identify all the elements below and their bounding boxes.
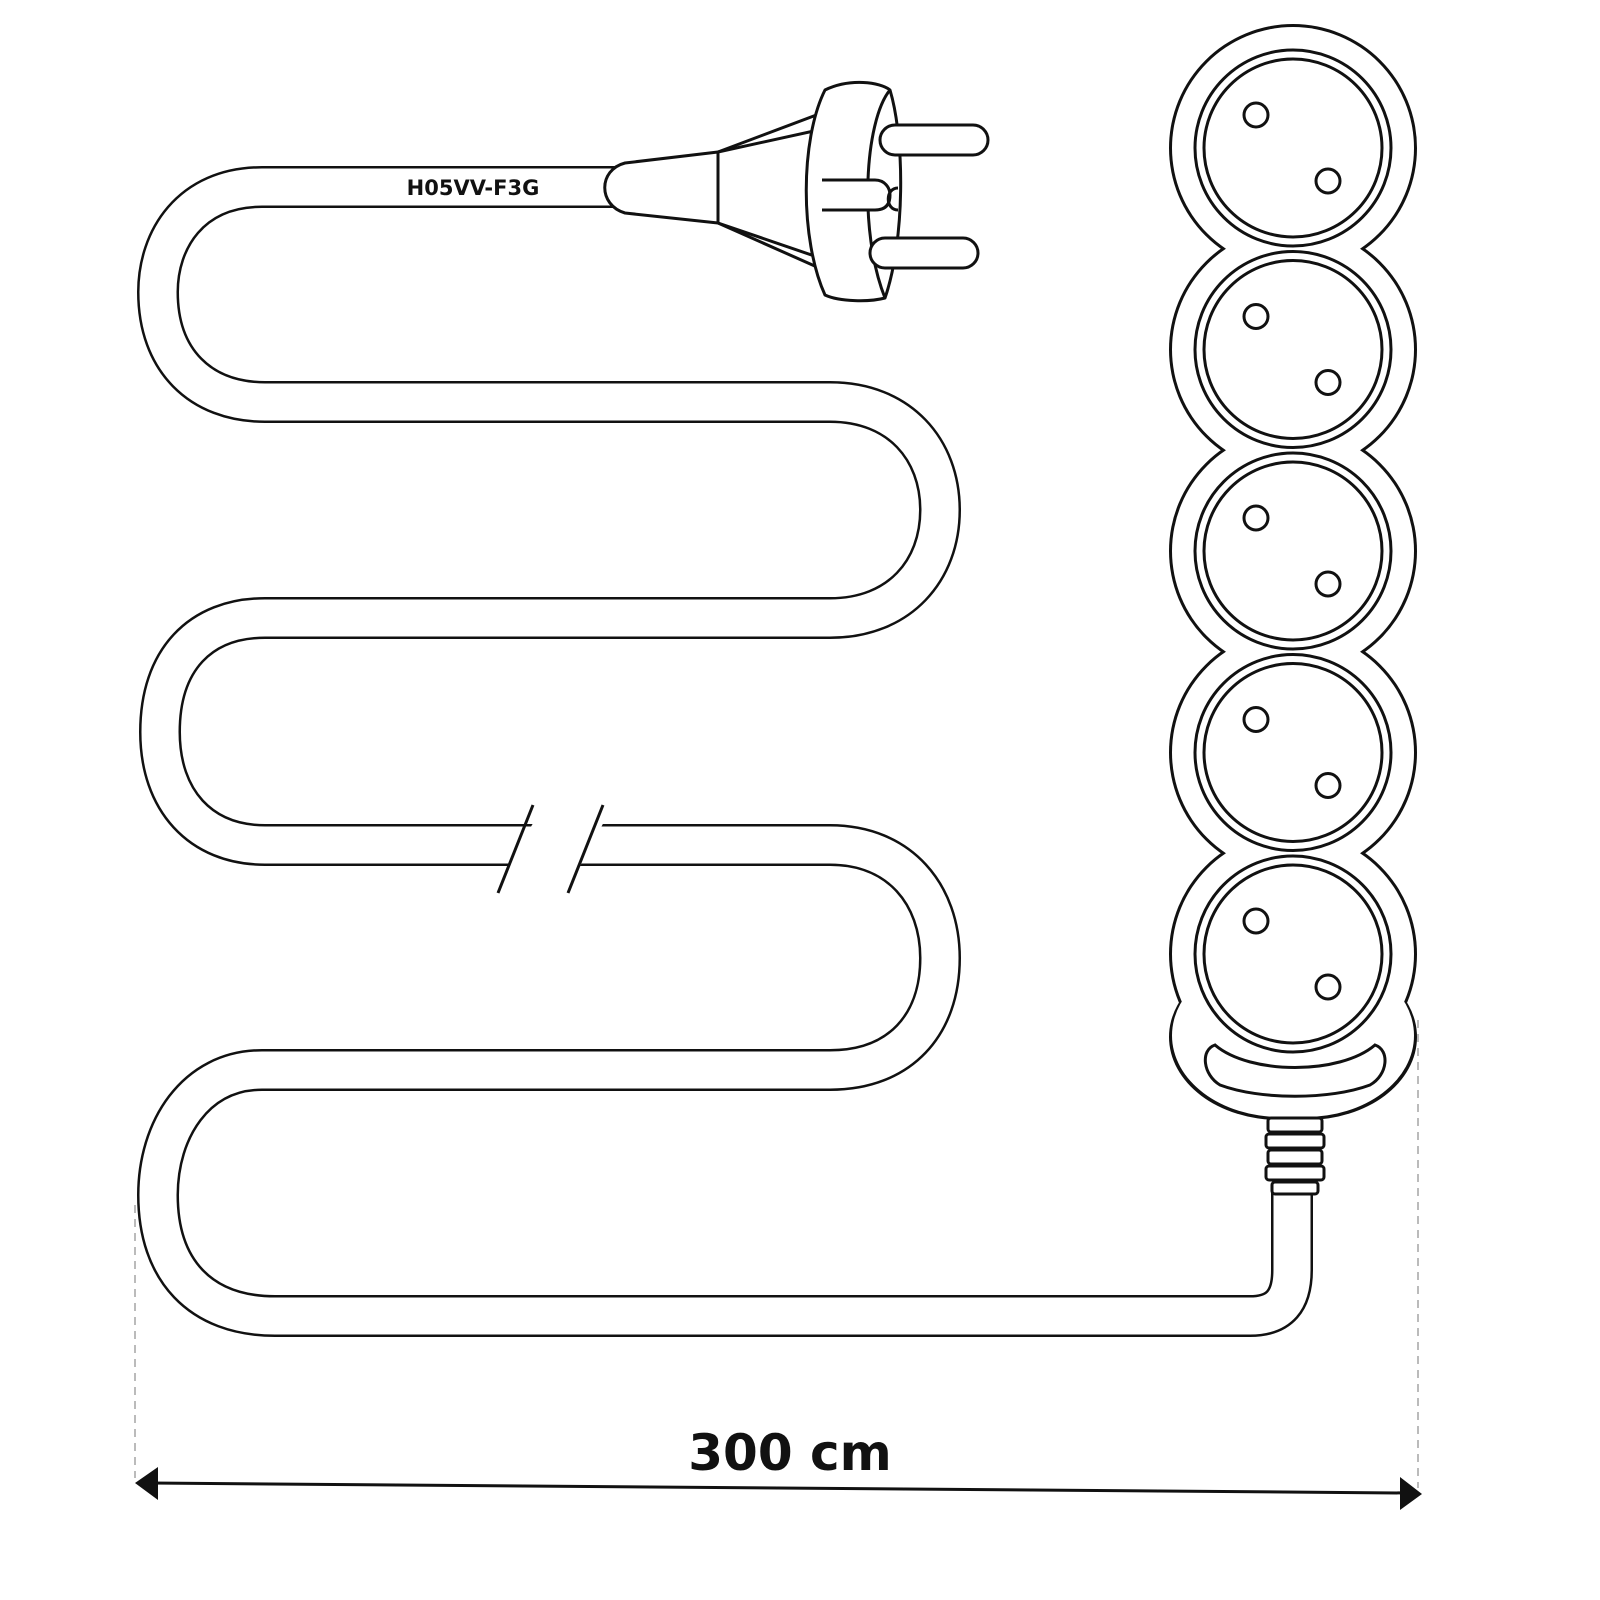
socket-hole (1314, 973, 1342, 1001)
arrow-left-icon (135, 1467, 158, 1500)
socket-hole (1314, 167, 1342, 195)
socket-hole (1242, 907, 1270, 935)
strain-relief (1264, 1116, 1326, 1196)
power-strip (1169, 24, 1417, 1196)
grip-slot (1204, 1043, 1387, 1098)
socket (1193, 854, 1393, 1054)
dimension-label: 300 cm (688, 1424, 892, 1482)
socket-hole (1242, 101, 1270, 129)
socket (1193, 653, 1393, 852)
socket-hole (1242, 303, 1270, 330)
dimension-line (134, 1020, 1422, 1510)
cable (137, 166, 1313, 1337)
arrow-right-icon (1400, 1477, 1422, 1510)
socket (1193, 250, 1393, 449)
plug (603, 80, 990, 303)
socket-hole (1314, 369, 1342, 396)
socket-hole (1314, 570, 1342, 598)
socket (1193, 48, 1393, 248)
plug-pin-top (878, 123, 990, 157)
cable-break-mark (496, 804, 605, 894)
socket (1193, 451, 1393, 651)
plug-pin-bottom (868, 236, 980, 270)
cable-label: H05VV-F3G (407, 176, 540, 200)
socket-hole (1314, 772, 1342, 799)
socket-hole (1242, 706, 1270, 733)
socket-hole (1242, 504, 1270, 532)
